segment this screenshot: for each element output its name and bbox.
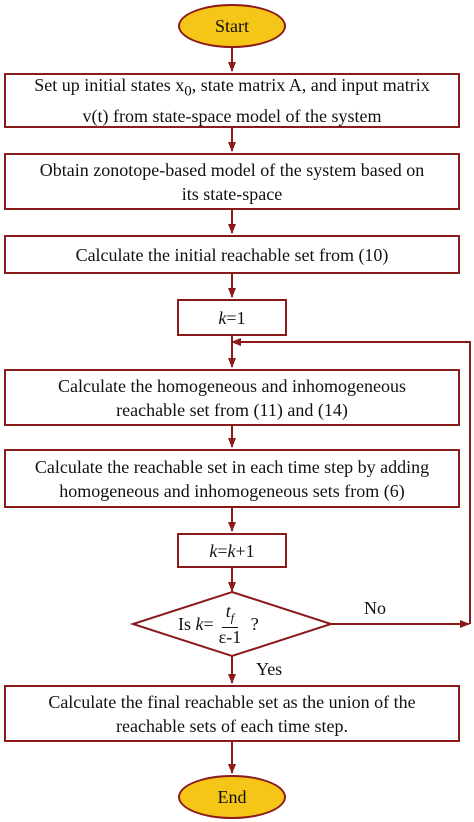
setup-line-1: Set up initial states x0, state matrix A… [34, 73, 429, 104]
final-set-line-2: reachable sets of each time step. [116, 715, 348, 736]
k-init-rest: =1 [226, 307, 246, 328]
homogeneous-line-1: Calculate the homogeneous and inhomogene… [58, 375, 406, 396]
zonotope-step: Obtain zonotope-based model of the syste… [4, 153, 460, 210]
k-inc-var1: k [209, 540, 218, 561]
k-inc-rest: +1 [235, 540, 255, 561]
decision-numerator: tf [221, 601, 239, 628]
final-set-step: Calculate the final reachable set as the… [4, 685, 460, 742]
decision-text: Is k= tf ε-1 ? [178, 602, 259, 646]
end-terminal: End [178, 775, 286, 819]
no-label: No [364, 598, 386, 618]
yes-label: Yes [256, 659, 283, 679]
each-step: Calculate the reachable set in each time… [4, 449, 460, 508]
start-terminal: Start [178, 4, 286, 48]
end-label: End [217, 786, 247, 807]
k-inc-var2: k [227, 540, 236, 561]
decision-numerator-t: t [225, 601, 231, 622]
k-increment-text: k=k+1 [209, 539, 254, 563]
decision-numerator-sub: f [230, 610, 235, 625]
zonotope-line-2: its state-space [181, 183, 283, 204]
setup-step: Set up initial states x0, state matrix A… [4, 73, 460, 128]
k-increment-step: k=k+1 [177, 533, 287, 568]
zonotope-line-1: Obtain zonotope-based model of the syste… [39, 159, 425, 180]
initial-set-step: Calculate the initial reachable set from… [4, 235, 460, 274]
decision-eq: = [203, 613, 214, 634]
setup-line-2: v(t) from state-space model of the syste… [82, 105, 382, 126]
homogeneous-line-2: reachable set from (11) and (14) [116, 399, 348, 420]
homogeneous-step: Calculate the homogeneous and inhomogene… [4, 369, 460, 426]
decision-var: k [195, 613, 204, 634]
decision-fraction: tf ε-1 [217, 602, 244, 646]
each-step-line-1: Calculate the reachable set in each time… [34, 456, 430, 477]
decision-suffix: ? [246, 613, 259, 634]
final-set-line-1: Calculate the final reachable set as the… [48, 691, 416, 712]
decision-denominator: ε-1 [218, 626, 242, 647]
setup-line-1-sub: 0 [184, 83, 192, 100]
k-inc-eq: = [217, 540, 228, 561]
loop-back-line [231, 338, 471, 624]
setup-line-1-a: Set up initial states x [34, 75, 185, 96]
setup-line-1-b: , state matrix A, and input matrix [191, 75, 430, 96]
start-label: Start [215, 15, 249, 36]
initial-set-text: Calculate the initial reachable set from… [75, 244, 389, 265]
decision-diamond [129, 590, 335, 658]
each-step-line-2: homogeneous and inhomogeneous sets from … [59, 480, 405, 501]
k-init-text: k=1 [218, 306, 245, 330]
k-init-var: k [218, 307, 227, 328]
decision-prefix: Is [178, 613, 196, 634]
k-init-step: k=1 [177, 299, 287, 336]
